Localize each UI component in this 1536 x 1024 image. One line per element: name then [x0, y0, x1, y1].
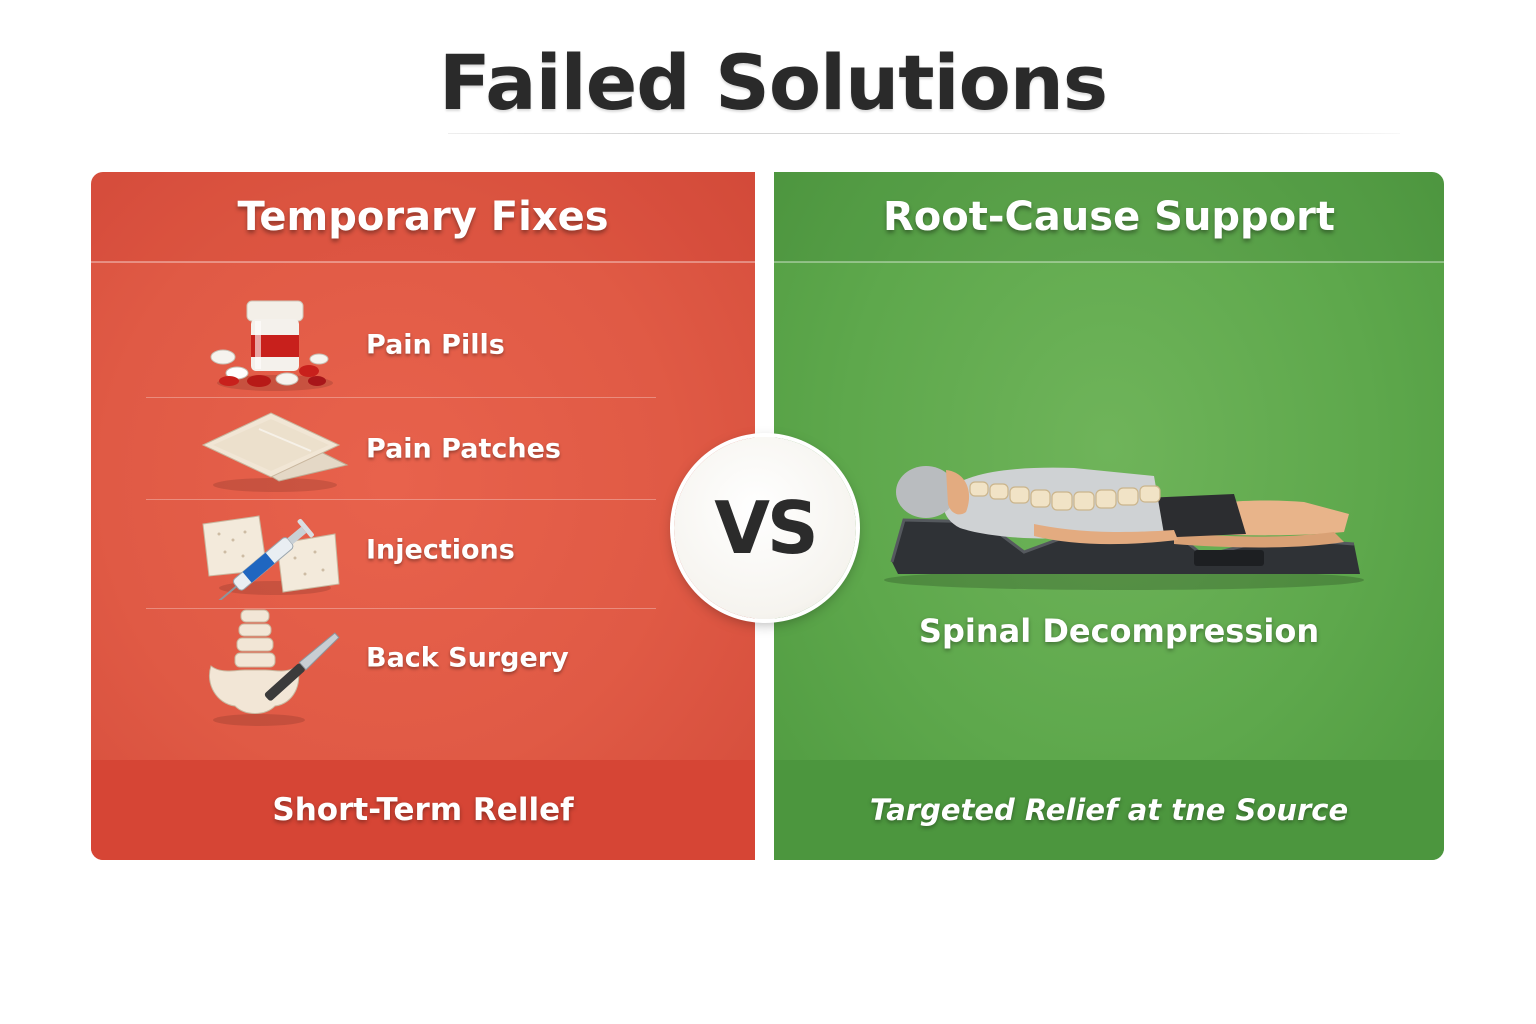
root-cause-support-heading: Root-Cause Support [774, 172, 1444, 262]
list-item-pain-patches: Pain Patches [91, 399, 755, 499]
item-divider [146, 608, 656, 609]
vs-badge: VS [674, 437, 856, 619]
item-label-pain-patches: Pain Patches [366, 433, 561, 465]
page-title: Failed Solutions [438, 38, 1108, 127]
list-item-back-surgery: Back Surgery [91, 608, 755, 726]
spinal-decompression-device-icon [874, 432, 1374, 592]
spine-scalpel-icon [199, 608, 351, 726]
short-term-relief-footer: Short-Term Rellef [91, 760, 755, 860]
item-divider [146, 397, 656, 398]
title-divider [448, 133, 1400, 134]
pill-bottle-icon [199, 295, 351, 395]
patch-icon [199, 399, 351, 499]
syringe-icon [199, 500, 351, 603]
item-label-pain-pills: Pain Pills [366, 329, 505, 361]
item-divider [146, 499, 656, 500]
item-label-back-surgery: Back Surgery [366, 642, 569, 674]
list-item-pain-pills: Pain Pills [91, 295, 755, 395]
temporary-fixes-panel: Temporary Fixes Pain Pills [91, 172, 755, 860]
root-cause-support-panel: Root-Cause Support [774, 172, 1444, 860]
spinal-decompression-caption: Spinal Decompression [918, 612, 1320, 650]
targeted-relief-footer: Targeted Relief at tne Source [774, 760, 1444, 860]
list-item-injections: Injections [91, 500, 755, 603]
left-header-divider [91, 261, 755, 263]
temporary-fixes-heading: Temporary Fixes [91, 172, 755, 262]
right-header-divider [774, 261, 1444, 263]
item-label-injections: Injections [366, 534, 515, 566]
